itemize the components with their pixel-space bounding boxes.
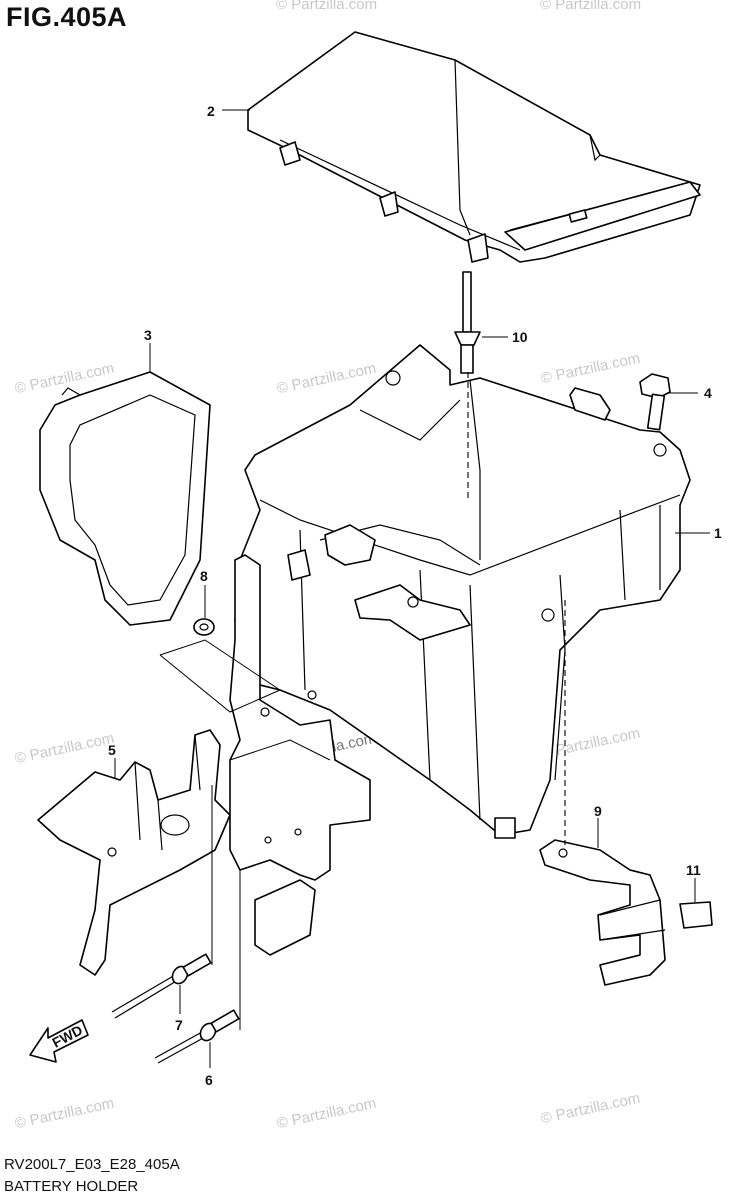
callout-11: 11: [686, 862, 701, 878]
callout-3: 3: [144, 327, 152, 343]
figure-title: FIG.405A: [6, 2, 128, 32]
mounting-plate: [229, 554, 371, 956]
callout-2: 2: [207, 103, 215, 119]
part-11-pad: [679, 901, 713, 929]
callout-8: 8: [200, 568, 208, 584]
watermark: © Partzilla.com: [540, 0, 642, 13]
assembly-lines: [159, 372, 566, 1030]
callout-5: 5: [108, 742, 116, 758]
diagram-name: BATTERY HOLDER: [4, 1178, 139, 1195]
diagram-code: RV200L7_E03_E28_405A: [4, 1156, 180, 1173]
part-2-cover: [247, 31, 701, 263]
callout-10: 10: [512, 329, 528, 345]
watermark: © Partzilla.com: [276, 0, 378, 13]
part-9-clamp: [539, 839, 666, 986]
callout-leaders: [114, 109, 710, 1068]
callout-1: 1: [714, 525, 722, 541]
part-10-pin: [454, 271, 481, 374]
callout-9: 9: [594, 803, 602, 819]
callout-6: 6: [205, 1072, 213, 1088]
callout-4: 4: [704, 385, 712, 401]
part-8-washer: [193, 618, 215, 636]
part-5-bracket: [37, 729, 231, 976]
fwd-arrow-icon: FWD: [29, 1019, 89, 1063]
part-6-rivet: [154, 1009, 240, 1064]
callout-7: 7: [175, 1017, 183, 1033]
part-1-battery-holder: [234, 344, 691, 839]
part-7-rivet: [111, 953, 212, 1019]
fwd-label: FWD: [49, 1022, 85, 1051]
part-4-bolt: [639, 373, 671, 431]
part-3-side-cover: [39, 371, 211, 626]
